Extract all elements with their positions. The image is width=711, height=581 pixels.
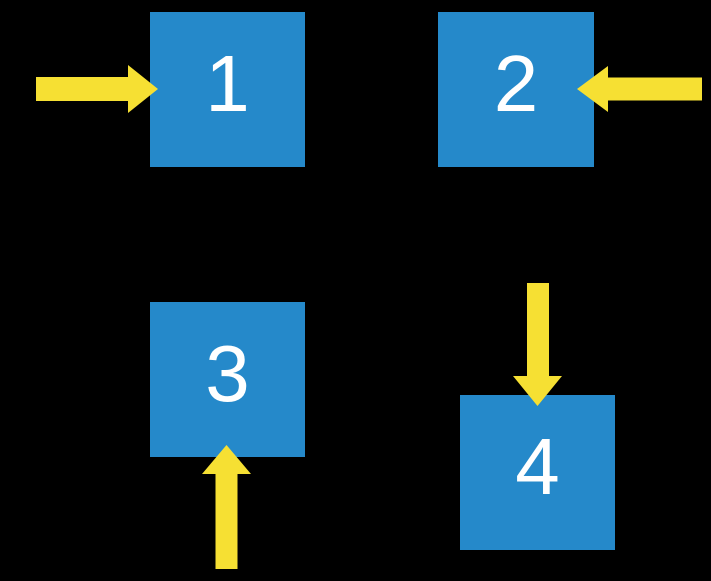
numbered-box-4[interactable]: 4 — [460, 395, 615, 550]
numbered-box-1[interactable]: 1 — [150, 12, 305, 167]
box-2-label: 2 — [493, 38, 539, 128]
arrow-pointing-left-icon — [577, 66, 702, 112]
arrow-pointing-down-icon — [513, 283, 562, 406]
box-1-label: 1 — [205, 38, 250, 128]
arrow-pointing-up-icon — [202, 445, 251, 569]
numbered-box-3[interactable]: 3 — [150, 302, 305, 457]
box-3-label: 3 — [205, 328, 250, 418]
arrow-pointing-right-icon — [36, 65, 158, 113]
box-4-label: 4 — [515, 421, 560, 511]
numbered-box-2[interactable]: 2 — [438, 12, 594, 167]
